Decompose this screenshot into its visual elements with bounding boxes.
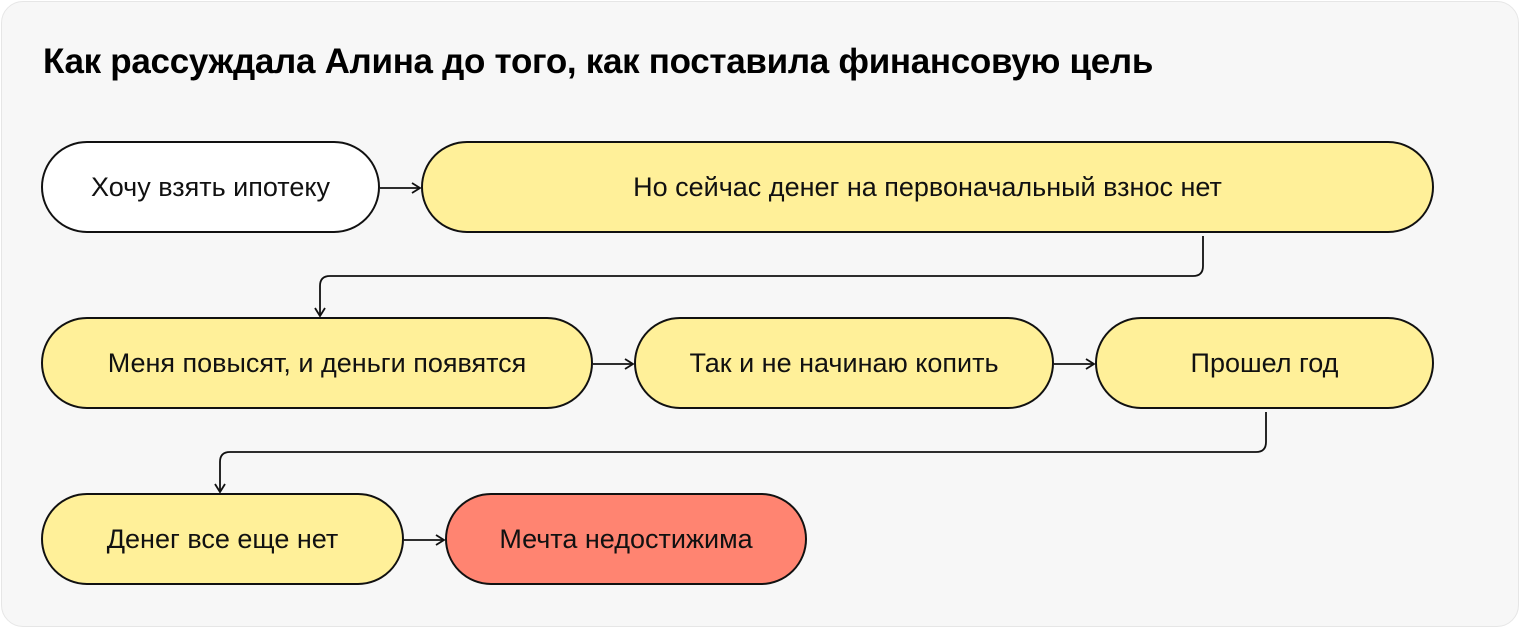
node-still-no-money: Денег все еще нет	[41, 493, 404, 585]
arrow-2-3	[314, 236, 1204, 318]
node-dream-unreachable: Мечта недостижима	[445, 493, 807, 585]
node-promotion-hope: Меня повысят, и деньги появятся	[41, 317, 593, 409]
node-year-passed: Прошел год	[1095, 317, 1434, 409]
node-want-mortgage: Хочу взять ипотеку	[41, 141, 380, 233]
arrow-5-6	[214, 412, 1267, 494]
node-no-down-payment: Но сейчас денег на первоначальный взнос …	[421, 141, 1434, 233]
diagram-title: Как рассуждала Алина до того, как постав…	[43, 42, 1154, 81]
node-not-saving: Так и не начинаю копить	[634, 317, 1054, 409]
